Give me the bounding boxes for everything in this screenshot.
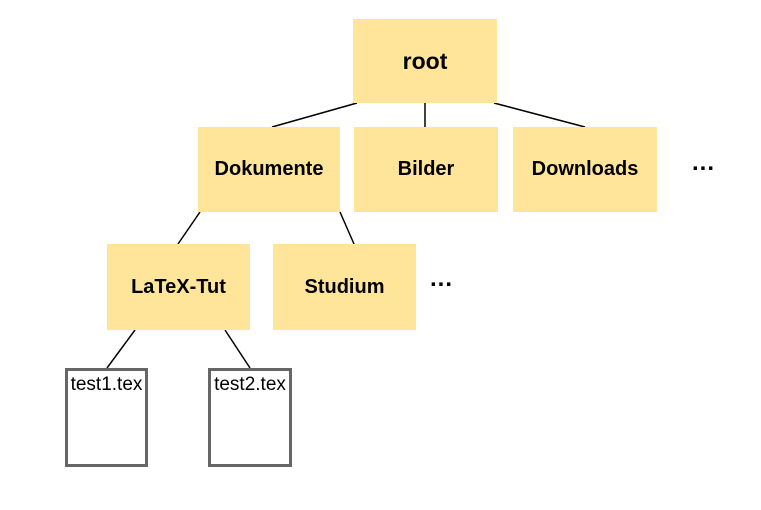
edge-dokumente-studium [339,211,355,245]
edge-latex-tut-test1 [106,329,136,369]
ellipsis-more-dokumente-children: ... [430,265,454,292]
file-label: test1.tex [70,374,143,395]
node-label: Bilder [397,158,455,180]
node-studium-folder: Studium [273,244,416,330]
edge-dokumente-latex-tut [177,211,201,245]
file-label: test2.tex [214,374,286,395]
node-label: Dokumente [214,158,324,180]
node-latex-tut-folder: LaTeX-Tut [107,244,250,330]
node-label: Studium [304,275,385,298]
node-test2-file: test2.tex [208,368,292,467]
node-test1-file: test1.tex [65,368,148,467]
node-dokumente-folder: Dokumente [198,127,340,212]
edge-latex-tut-test2 [224,329,251,369]
node-bilder-folder: Bilder [354,127,498,212]
node-label: LaTeX-Tut [131,275,226,298]
edge-root-downloads [493,102,586,128]
node-downloads-folder: Downloads [513,127,657,212]
node-label: root [402,47,448,74]
node-root-folder: root [353,19,497,103]
node-label: Downloads [531,158,639,180]
ellipsis-more-root-children: ... [692,149,716,176]
edge-root-dokumente [271,102,358,128]
